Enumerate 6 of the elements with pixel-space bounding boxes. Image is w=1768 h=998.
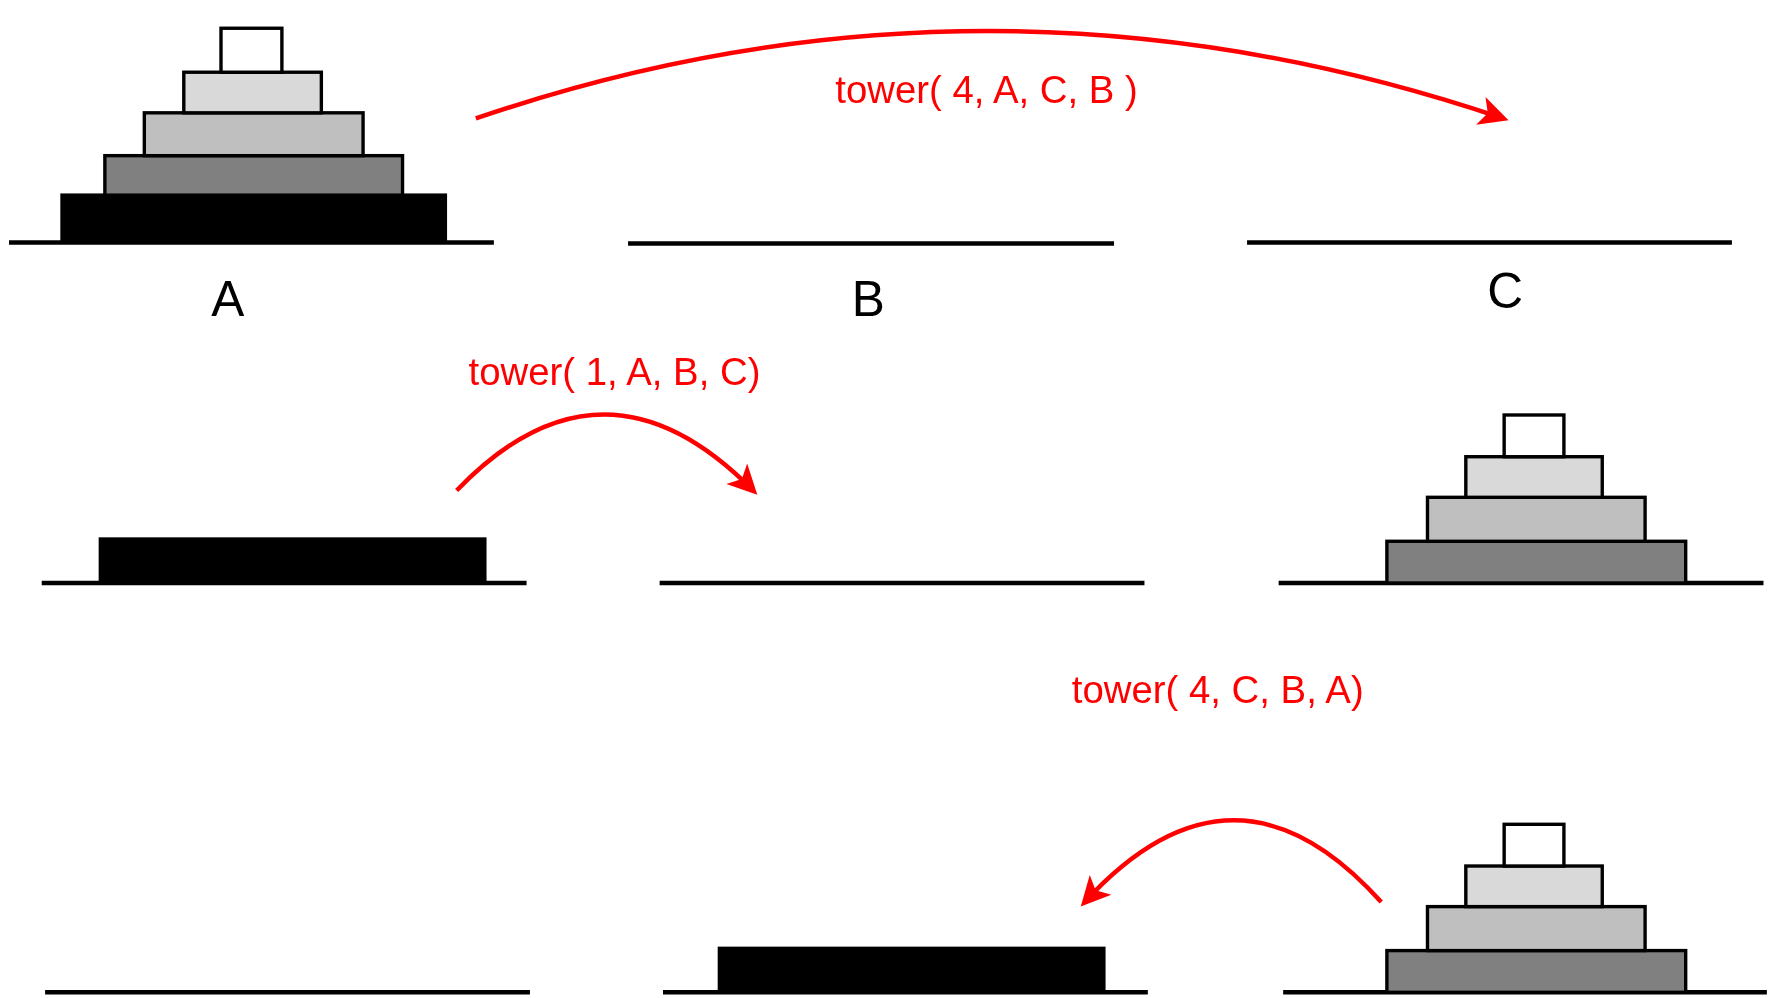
- function-call-label: tower( 4, C, B, A): [1071, 668, 1364, 713]
- peg-label: C: [1487, 261, 1524, 320]
- function-call-label: tower( 4, A, C, B ): [835, 68, 1138, 113]
- peg-label: A: [211, 269, 245, 328]
- function-call-label: tower( 1, A, B, C): [468, 350, 761, 395]
- peg-label: B: [851, 269, 885, 328]
